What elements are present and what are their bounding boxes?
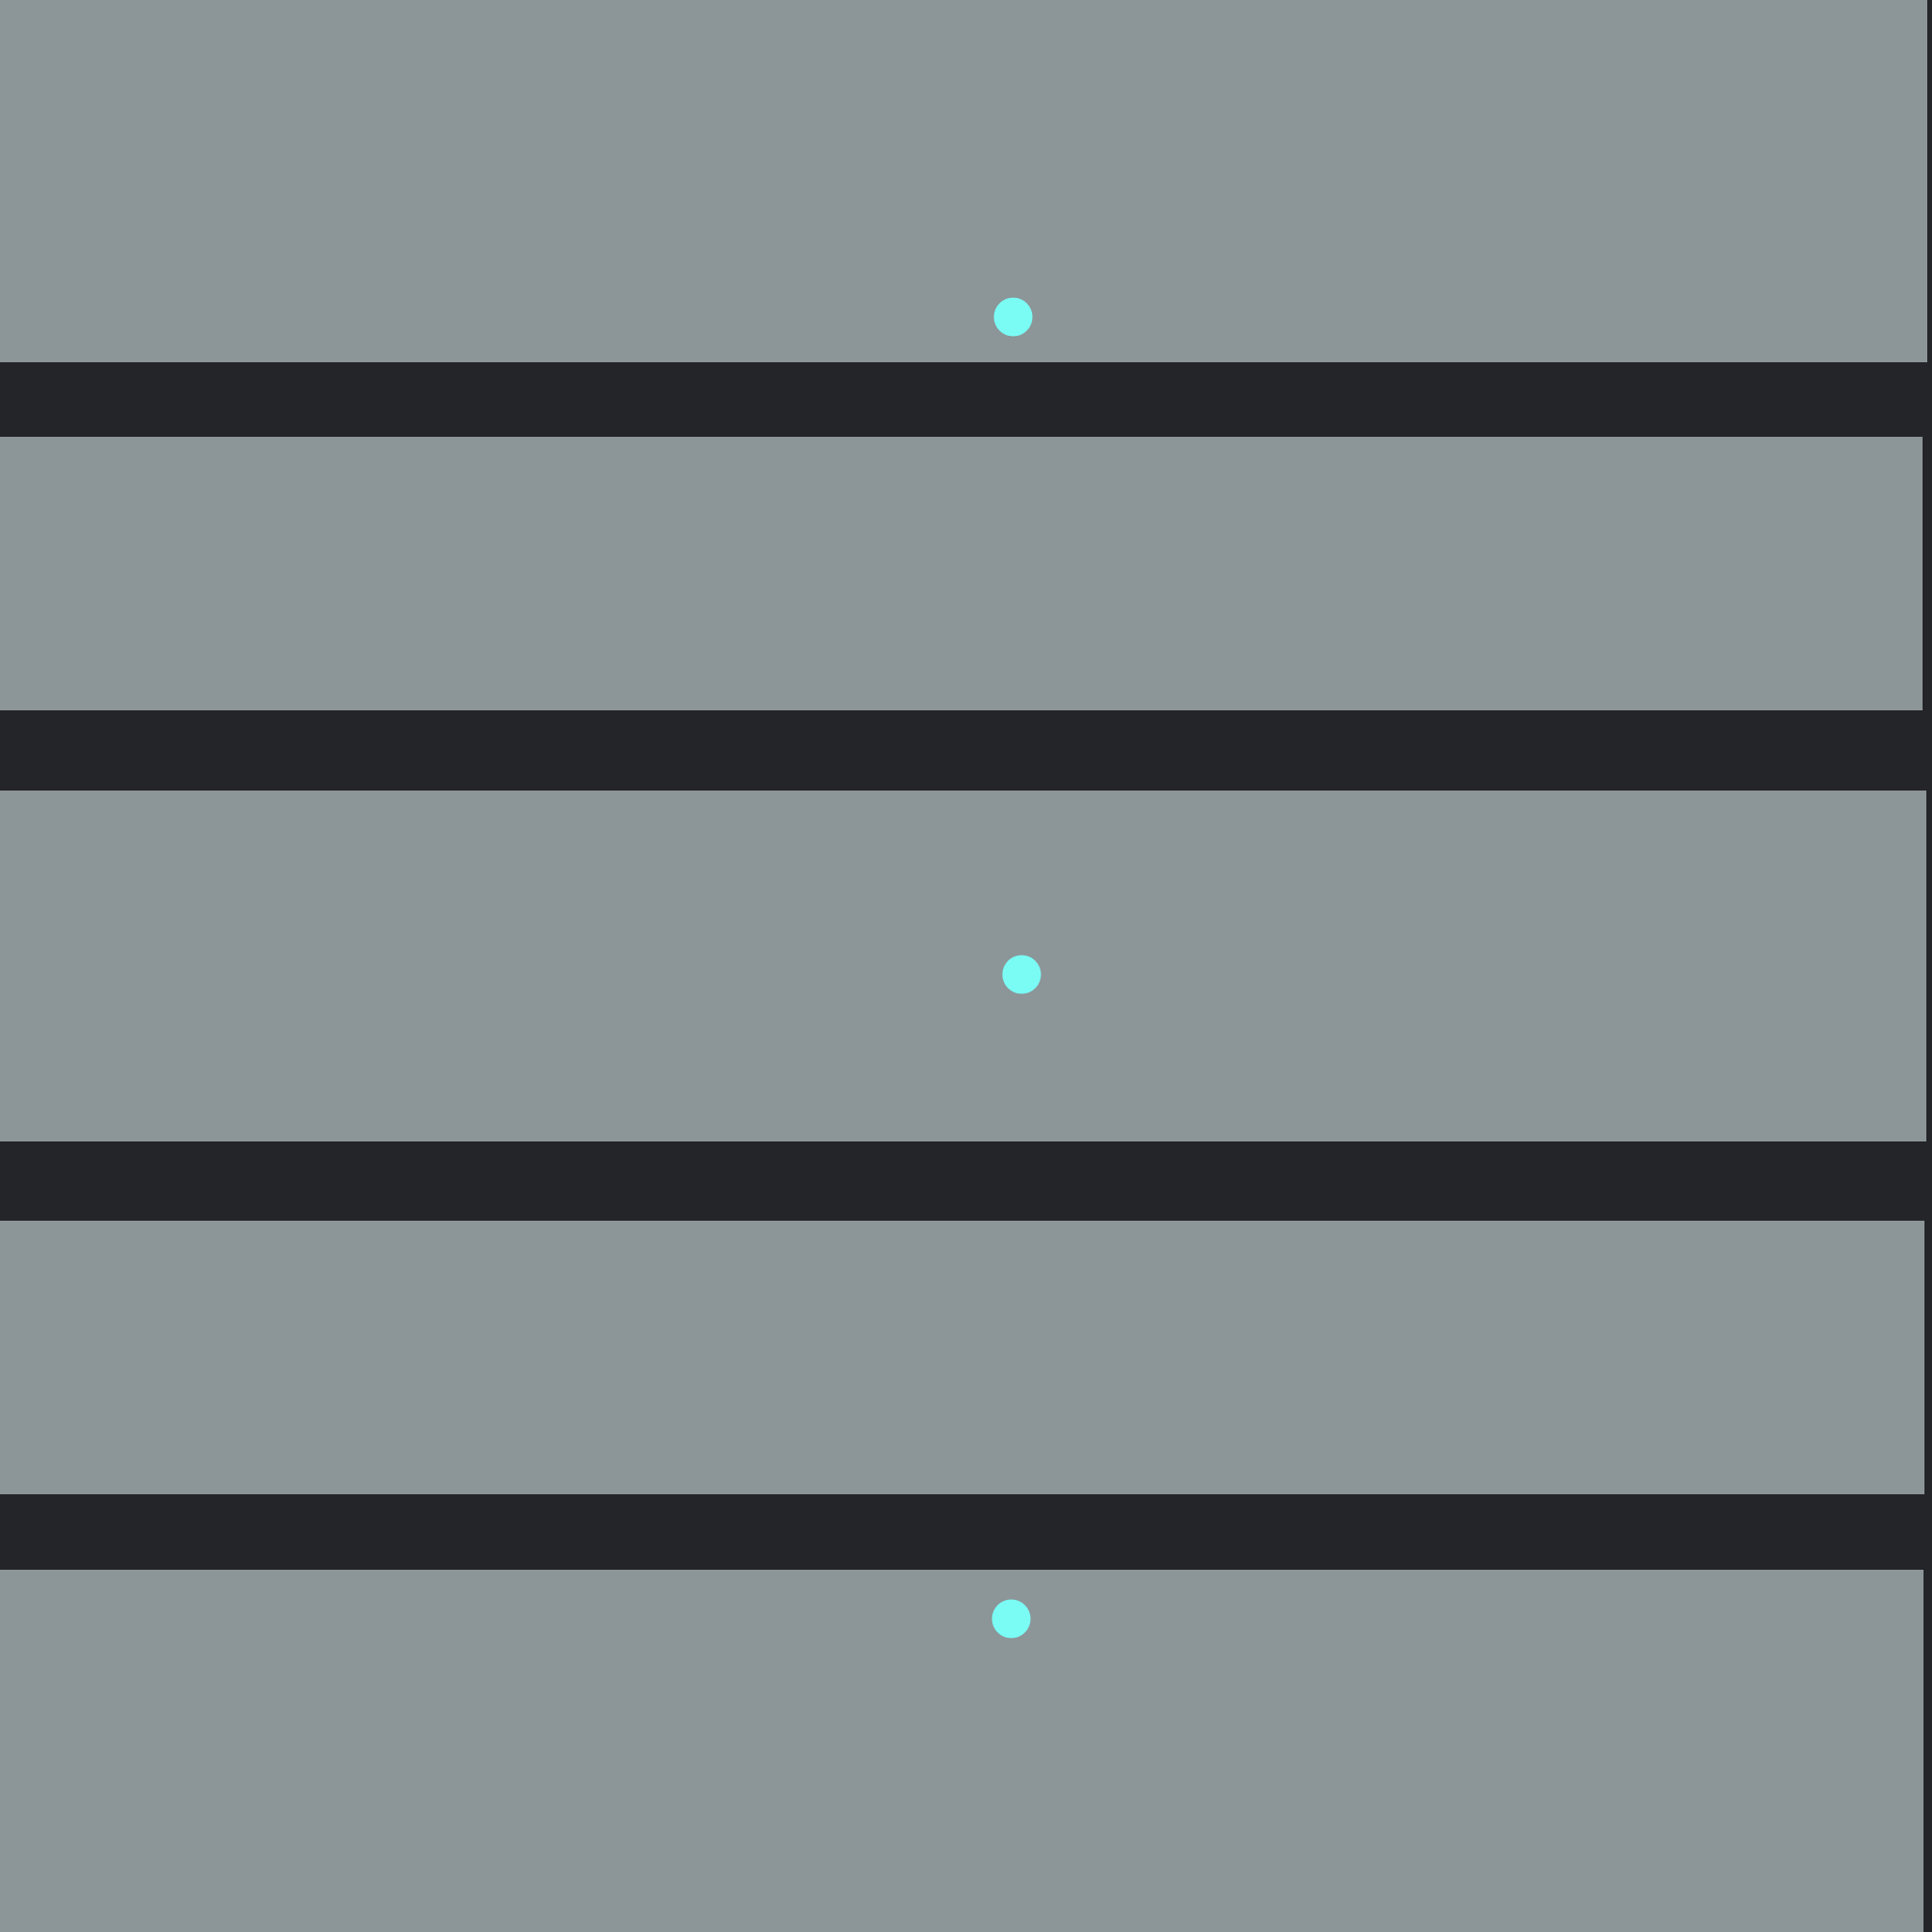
panel-2[interactable] [0,437,1923,710]
panel-4[interactable] [0,1221,1924,1494]
panel-3[interactable] [0,791,1926,1141]
panel-5[interactable] [0,1570,1924,1932]
status-indicator-3 [1002,955,1041,994]
status-indicator-1 [993,297,1033,337]
panel-1[interactable] [0,0,1927,362]
status-indicator-5 [991,1599,1031,1639]
